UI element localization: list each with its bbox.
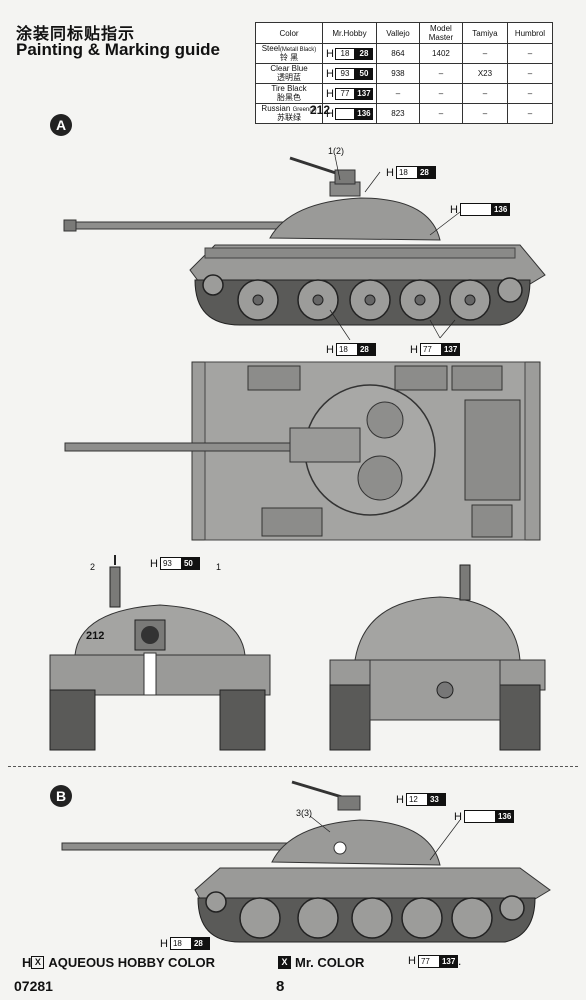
- tank-side-view-b: [61, 780, 551, 943]
- humbrol-value: –: [506, 83, 553, 104]
- modelmaster-value: –: [418, 63, 463, 84]
- vallejo-value: –: [375, 83, 420, 104]
- color-cn: 透明蓝: [277, 73, 301, 82]
- tamiya-value: –: [461, 43, 508, 64]
- front-number: 212: [86, 630, 105, 642]
- humbrol-value: –: [506, 43, 553, 64]
- tank-top-view: [64, 361, 541, 541]
- tamiya-value: –: [461, 83, 508, 104]
- modelmaster-value: –: [418, 103, 463, 124]
- part-label-b: 3(3): [296, 808, 313, 818]
- color-name: Clear Blue: [270, 64, 308, 73]
- col-modelmaster: Model Master: [418, 22, 463, 44]
- modelmaster-value: –: [418, 83, 463, 104]
- x-box-dark-icon: X: [278, 956, 291, 969]
- tamiya-value: X23: [461, 63, 508, 84]
- col-vallejo: Vallejo: [375, 22, 420, 44]
- page-number: 8: [276, 978, 285, 995]
- mr-color-legend: X Mr. COLOR: [278, 955, 364, 970]
- part-label: 1(2): [328, 146, 345, 156]
- section-divider: [8, 766, 578, 767]
- scheme-a-marker: A: [50, 114, 72, 136]
- front-label-right: 1: [216, 562, 222, 572]
- col-humbrol: Humbrol: [506, 22, 553, 44]
- color-name: Russian: [261, 104, 291, 113]
- turret-number: 212: [310, 103, 331, 117]
- color-cn: 苏联绿: [277, 113, 301, 122]
- color-name: Tire Black: [271, 84, 307, 93]
- color-sub: Green(2): [292, 107, 317, 113]
- vallejo-value: 864: [375, 43, 420, 64]
- front-label-left: 2: [90, 562, 96, 572]
- color-sub: (Metall Black): [279, 47, 317, 53]
- vallejo-value: 938: [375, 63, 420, 84]
- tank-rear-view: [329, 564, 546, 751]
- table-header-row: Color Mr.Hobby Vallejo Model Master Tami…: [255, 22, 553, 44]
- scheme-b-marker: B: [50, 785, 72, 807]
- x-box-icon: X: [31, 956, 45, 969]
- humbrol-value: –: [506, 63, 553, 84]
- aqueous-label: AQUEOUS HOBBY COLOR: [48, 955, 215, 970]
- col-mrhobby: Mr.Hobby: [322, 22, 377, 44]
- catalog-number: 07281: [14, 978, 53, 994]
- title-chinese: 涂装同标贴指示: [16, 26, 136, 43]
- modelmaster-value: 1402: [418, 43, 463, 64]
- col-color: Color: [255, 22, 323, 44]
- paint-reference-table: Color Mr.Hobby Vallejo Model Master Tami…: [255, 22, 553, 124]
- tank-side-view-a: [63, 155, 546, 340]
- vallejo-value: 823: [375, 103, 420, 124]
- color-name: Steel: [261, 44, 280, 53]
- color-cn: 胎黑色: [277, 93, 301, 102]
- mr-color-label: Mr. COLOR: [295, 955, 365, 970]
- color-cn: 铃 黑: [279, 53, 299, 62]
- aqueous-prefix: H: [22, 955, 32, 970]
- humbrol-value: –: [506, 103, 553, 124]
- tank-front-view: [49, 555, 271, 751]
- col-tamiya: Tamiya: [461, 22, 508, 44]
- tamiya-value: –: [461, 103, 508, 124]
- title-english: Painting & Marking guide: [16, 40, 221, 59]
